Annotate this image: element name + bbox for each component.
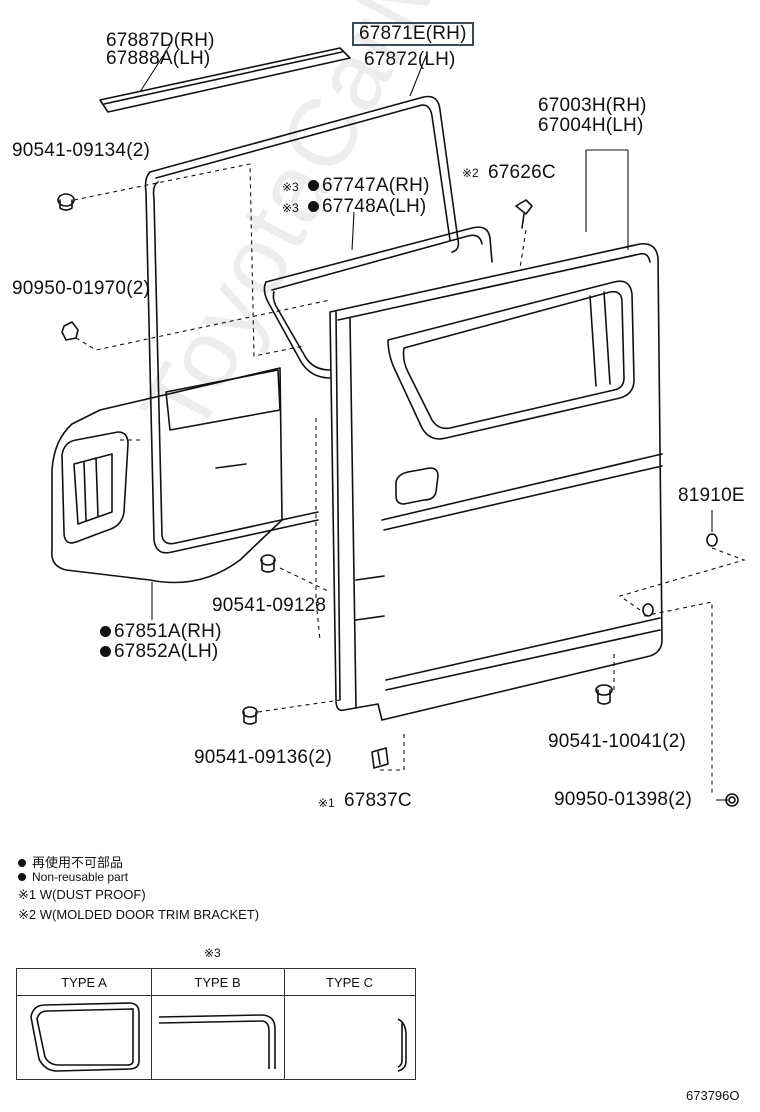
- callout-door-panel-rh[interactable]: 67003H(RH): [538, 95, 647, 116]
- non-reusable-dot-icon: [100, 646, 111, 657]
- callout-seal-lh[interactable]: 67872(LH): [364, 49, 456, 70]
- type-table: TYPE A TYPE B TYPE C: [16, 968, 416, 1080]
- door-seal-part: [144, 95, 460, 554]
- note-mark-3b: ※3: [282, 201, 299, 215]
- callout-plug[interactable]: 81910E: [678, 485, 745, 506]
- callout-bracket[interactable]: 67626C: [488, 162, 556, 183]
- note-mark-1: ※1: [318, 796, 335, 810]
- note-mark-2: ※2: [462, 166, 479, 180]
- non-reusable-dot-icon: [308, 180, 319, 191]
- non-reusable-dot-icon: [18, 873, 26, 881]
- callout-weatherstrip-rh[interactable]: 67887D(RH): [106, 30, 215, 51]
- legend-note-1: ※1 W(DUST PROOF): [18, 887, 146, 902]
- type-c-header: TYPE C: [284, 969, 415, 996]
- legend-non-reusable-en: Non-reusable part: [18, 870, 128, 884]
- callout-clip-90541-09134[interactable]: 90541-09134(2): [12, 140, 151, 161]
- note-mark-3a: ※3: [282, 180, 299, 194]
- callout-clip-90950-01970[interactable]: 90950-01970(2): [12, 278, 151, 299]
- type-table-note: ※3: [204, 946, 221, 960]
- type-c-cell: TYPE C: [284, 969, 415, 1079]
- drawing-number: 673796O: [686, 1088, 740, 1103]
- type-b-header: TYPE B: [151, 969, 284, 996]
- type-b-cell: TYPE B: [151, 969, 285, 1079]
- callout-weatherstrip-lh[interactable]: 67888A(LH): [106, 48, 211, 69]
- non-reusable-dot-icon: [308, 201, 319, 212]
- callout-hinge[interactable]: 67837C: [344, 790, 412, 811]
- callout-glass-seal-rh[interactable]: 67747A(RH): [308, 176, 430, 196]
- callout-seal-rh-highlighted[interactable]: 67871E(RH): [352, 22, 474, 46]
- service-hole-cover-part: [50, 367, 283, 584]
- callout-service-hole-cover-rh[interactable]: 67851A(RH): [100, 622, 222, 642]
- type-a-header: TYPE A: [17, 969, 151, 996]
- callout-cushion-2[interactable]: 90541-09136(2): [194, 747, 333, 768]
- weatherstrip-part: [99, 47, 351, 113]
- non-reusable-dot-icon: [18, 859, 26, 867]
- callout-grommet[interactable]: 90950-01398(2): [554, 789, 693, 810]
- sliding-door-panel-part: [329, 242, 663, 721]
- glass-seal-part: [263, 226, 493, 379]
- callout-door-panel-lh[interactable]: 67004H(LH): [538, 115, 644, 136]
- clip-icons: [57, 193, 739, 807]
- callout-stopper[interactable]: 90541-10041(2): [548, 731, 687, 752]
- callout-cushion[interactable]: 90541-09128: [212, 595, 327, 616]
- type-c-seal-icon: [397, 1018, 407, 1072]
- legend-non-reusable-jp: 再使用不可部品: [18, 852, 123, 871]
- legend-note-2: ※2 W(MOLDED DOOR TRIM BRACKET): [18, 907, 260, 922]
- callout-service-hole-cover-lh[interactable]: 67852A(LH): [100, 642, 218, 662]
- type-a-seal-icon: [30, 1002, 140, 1072]
- type-a-cell: TYPE A: [17, 969, 152, 1079]
- type-b-seal-icon: [158, 1014, 276, 1069]
- callout-glass-seal-lh[interactable]: 67748A(LH): [308, 197, 426, 217]
- non-reusable-dot-icon: [100, 626, 111, 637]
